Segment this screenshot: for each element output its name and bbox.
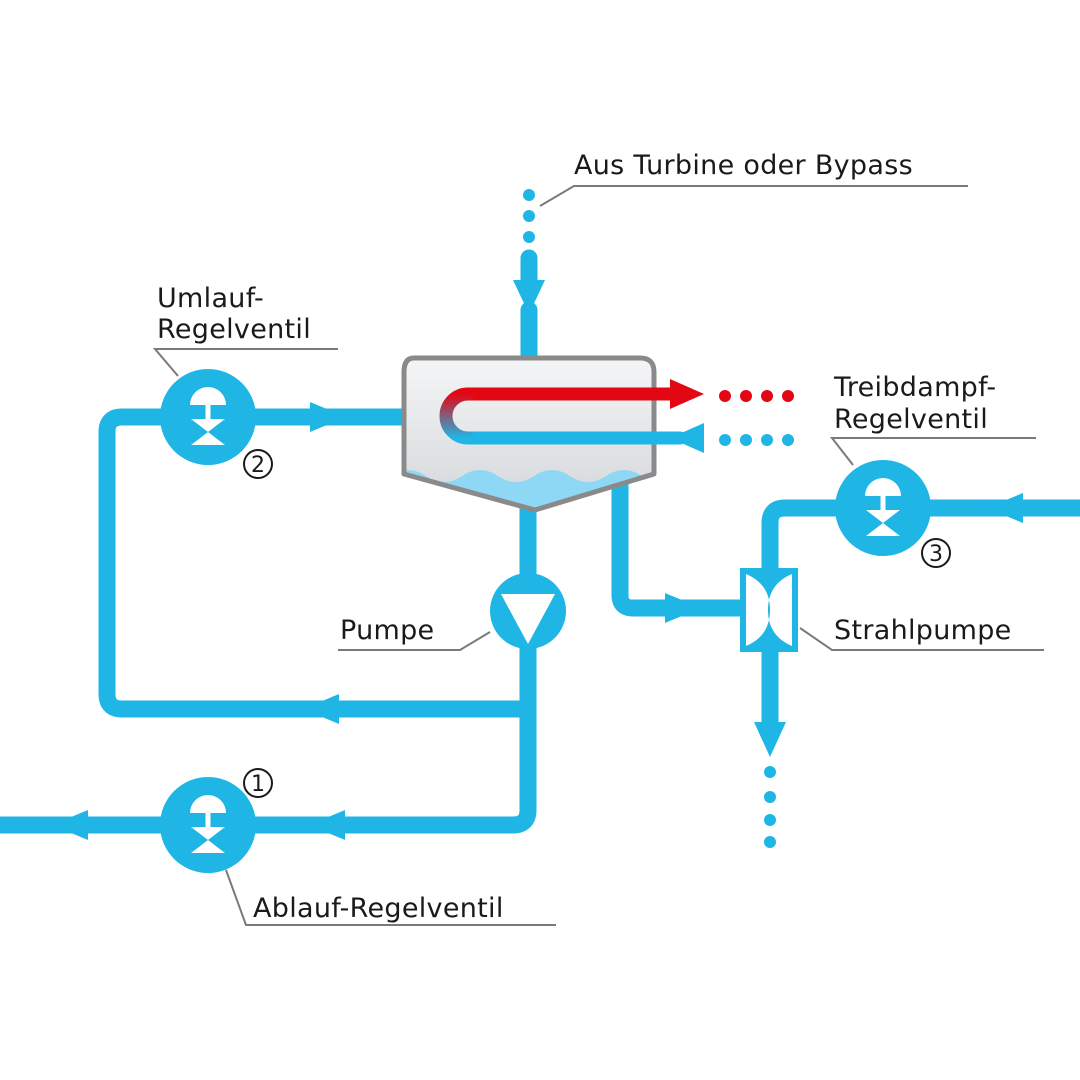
heat-exchanger-icon: [439, 379, 794, 453]
turbine-inlet-label: Aus Turbine oder Bypass: [574, 150, 913, 181]
vessel-to-jet-pump-pipe: [611, 473, 749, 617]
drain-valve-label: Ablauf-Regelventil: [253, 893, 504, 924]
jet-pump-icon: [740, 568, 798, 652]
flow-arrow-icon: [309, 810, 345, 840]
flow-arrow-icon: [303, 694, 339, 724]
control-valve-icon: [160, 369, 256, 465]
valve-number-text: 3: [929, 542, 943, 567]
flow-arrows: [52, 280, 1023, 840]
pump-discharge-pipe: [243, 639, 537, 834]
recirculation-loop-pipe: [98, 408, 537, 718]
turbine-inlet-pipe: [520, 189, 538, 367]
cold-inflow-arrow-icon: [670, 423, 704, 453]
recirculation-valve-label-line2: Regelventil: [157, 314, 311, 345]
motive-steam-to-jet-pump-pipe: [761, 499, 845, 579]
control-valve-icon: [160, 777, 256, 873]
flow-arrow-icon: [52, 810, 88, 840]
motive-steam-valve-label-line1: Treibdampf-: [833, 372, 996, 403]
flow-arrow-icon: [665, 593, 701, 623]
recirculation-valve-label-line1: Umlauf-: [157, 283, 264, 314]
valve-number-text: 1: [251, 772, 265, 797]
valve-number-text: 2: [251, 453, 265, 478]
pump-label: Pumpe: [340, 615, 434, 646]
control-valve-icon: [835, 460, 931, 556]
valve-number-2: 2: [243, 449, 273, 479]
hot-outflow-arrow-icon: [670, 379, 704, 409]
label-jet-pump: Strahlpumpe: [799, 615, 1044, 651]
flow-arrow-icon: [513, 280, 545, 314]
label-pump: Pumpe: [338, 615, 491, 651]
pump-icon: [490, 573, 566, 649]
jet-pump-label: Strahlpumpe: [834, 615, 1012, 646]
flow-arrow-icon: [987, 493, 1023, 523]
label-turbine-inlet: Aus Turbine oder Bypass: [539, 150, 968, 207]
valve-number-1: 1: [243, 768, 273, 798]
label-recirculation-valve: Umlauf- Regelventil: [152, 283, 338, 377]
flow-arrow-icon: [310, 402, 346, 432]
valve-number-3: 3: [921, 538, 951, 568]
jet-pump-outlet-pipe: [761, 641, 779, 848]
label-drain-valve: Ablauf-Regelventil: [225, 869, 556, 926]
label-motive-steam-valve: Treibdampf- Regelventil: [829, 372, 1036, 466]
flow-arrow-icon: [754, 722, 786, 757]
motive-steam-valve-label-line2: Regelventil: [834, 404, 988, 435]
